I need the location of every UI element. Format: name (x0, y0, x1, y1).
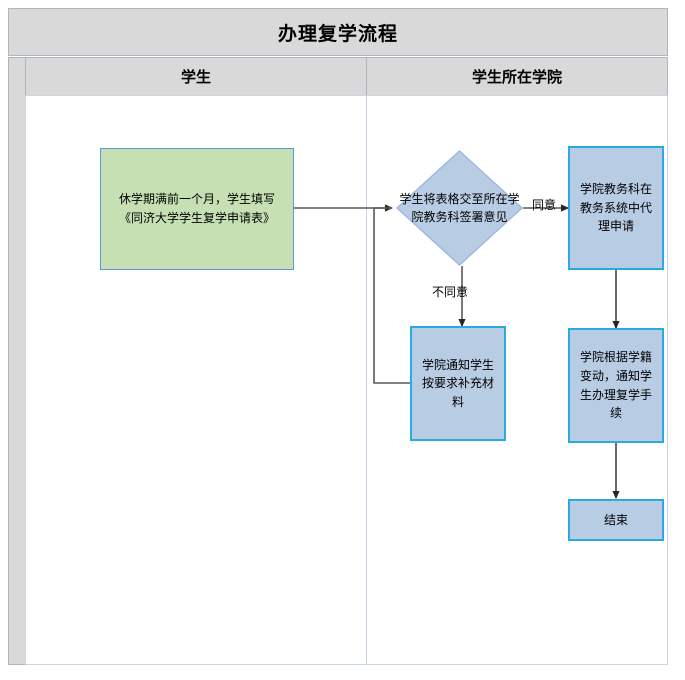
node-notify-supplement-materials[interactable]: 学院通知学生按要求补充材料 (410, 326, 506, 441)
node-student-fill-form[interactable]: 休学期满前一个月，学生填写《同济大学学生复学申请表》 (100, 148, 294, 270)
node-decision-submit-form[interactable]: 学生将表格交至所在学院教务科签署意见 (395, 150, 524, 266)
diamond-shape (395, 150, 524, 266)
node-decision-label: 学生将表格交至所在学院教务科签署意见 (399, 192, 520, 224)
edge-label-disagree: 不同意 (432, 285, 469, 299)
node-notify-resume-procedure[interactable]: 学院根据学籍变动，通知学生办理复学手续 (568, 328, 664, 443)
edge-label-agree: 同意 (532, 198, 557, 212)
node-end[interactable]: 结束 (568, 499, 664, 541)
pool-title: 办理复学流程 (8, 8, 668, 56)
lane-header-student-college: 学生所在学院 (366, 57, 668, 96)
node-college-proxy-apply[interactable]: 学院教务科在教务系统中代理申请 (568, 146, 664, 270)
edge-supplement-back-to-decision (373, 207, 410, 384)
